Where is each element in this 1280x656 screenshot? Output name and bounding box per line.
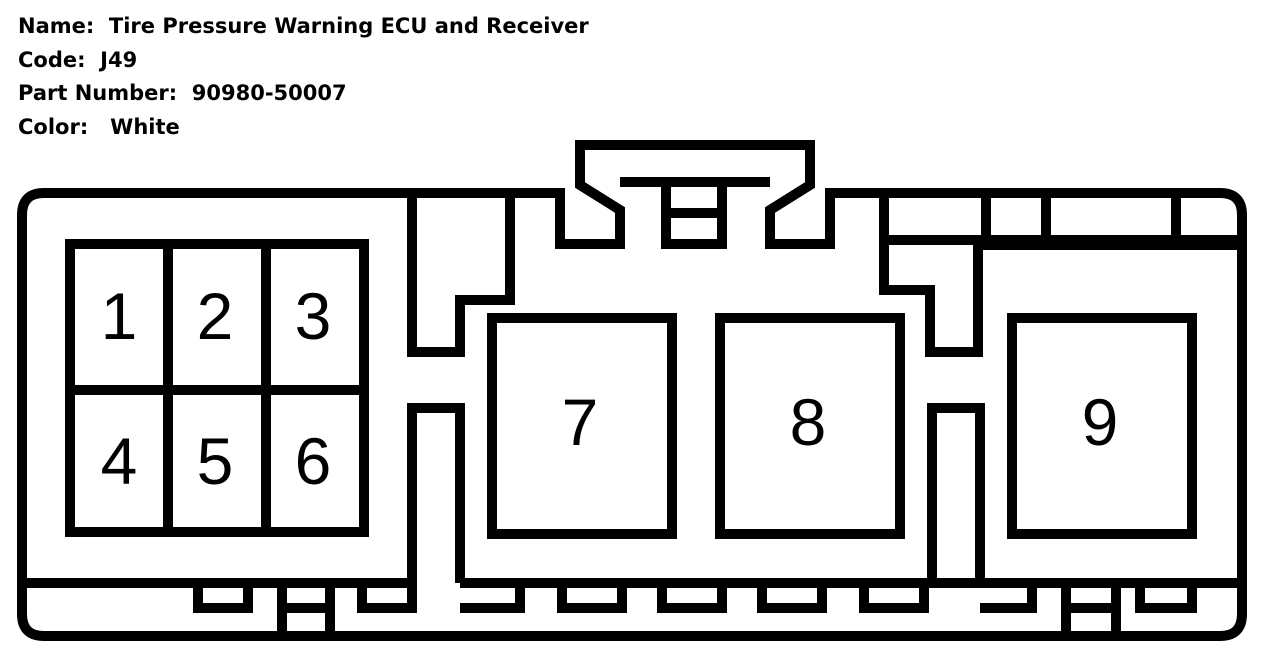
six-pin-grid <box>70 244 364 532</box>
pin-5-label: 5 <box>197 424 234 498</box>
pin-4-label: 4 <box>101 424 138 498</box>
bottom-tabs <box>193 583 1197 636</box>
top-right-slots <box>884 193 1242 245</box>
code-label: Code: <box>18 47 86 72</box>
part-number-row: Part Number: 90980-50007 <box>18 77 589 111</box>
pin-9-label: 9 <box>1082 385 1119 459</box>
part-number-value: 90980-50007 <box>191 81 347 105</box>
code-row: Code: J49 <box>18 44 589 78</box>
pin-2-label: 2 <box>197 279 234 353</box>
color-value: White <box>110 114 180 139</box>
name-row: Name: Tire Pressure Warning ECU and Rece… <box>18 10 589 44</box>
name-value: Tire Pressure Warning ECU and Receiver <box>108 14 589 38</box>
name-label: Name: <box>18 14 95 38</box>
pin-7-cavity <box>487 313 677 539</box>
connector-outer-body <box>17 140 1247 641</box>
connector-info: Name: Tire Pressure Warning ECU and Rece… <box>18 10 589 144</box>
left-lower-wall <box>407 403 465 583</box>
pin-7-label: 7 <box>562 385 599 459</box>
right-lower-wall <box>927 403 985 583</box>
pin-8-cavity <box>715 313 905 539</box>
code-value: J49 <box>100 47 138 72</box>
pin-1-label: 1 <box>101 279 138 353</box>
pin-6-label: 6 <box>295 424 332 498</box>
color-label: Color: <box>18 114 89 139</box>
color-row: Color: White <box>18 111 589 145</box>
part-number-label: Part Number: <box>18 81 178 105</box>
left-divider-wall <box>407 193 515 357</box>
pin-8-label: 8 <box>790 385 827 459</box>
pin-3-label: 3 <box>295 279 332 353</box>
pin-9-cavity <box>1007 313 1197 539</box>
